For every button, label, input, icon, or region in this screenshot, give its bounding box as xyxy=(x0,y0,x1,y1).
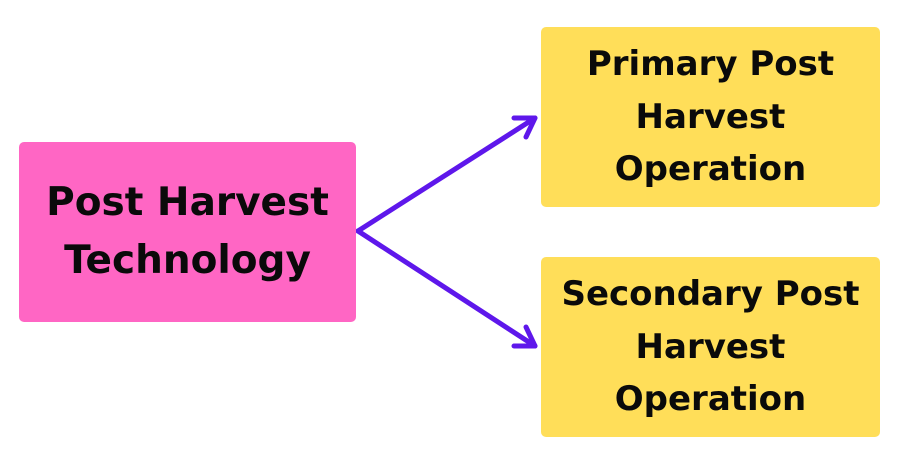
root-node-label: Post Harvest Technology xyxy=(46,179,329,284)
arrow-to-primary xyxy=(355,115,538,234)
arrowhead-secondary xyxy=(511,324,538,349)
root-node-box: Post Harvest Technology xyxy=(19,142,356,322)
arrow-to-secondary xyxy=(355,228,538,349)
primary-operation-label: Primary Post Harvest Operation xyxy=(586,43,835,190)
secondary-operation-label: Secondary Post Harvest Operation xyxy=(561,273,860,420)
secondary-operation-box: Secondary Post Harvest Operation xyxy=(541,257,880,437)
arrowhead-primary xyxy=(511,115,538,140)
primary-operation-box: Primary Post Harvest Operation xyxy=(541,27,880,207)
